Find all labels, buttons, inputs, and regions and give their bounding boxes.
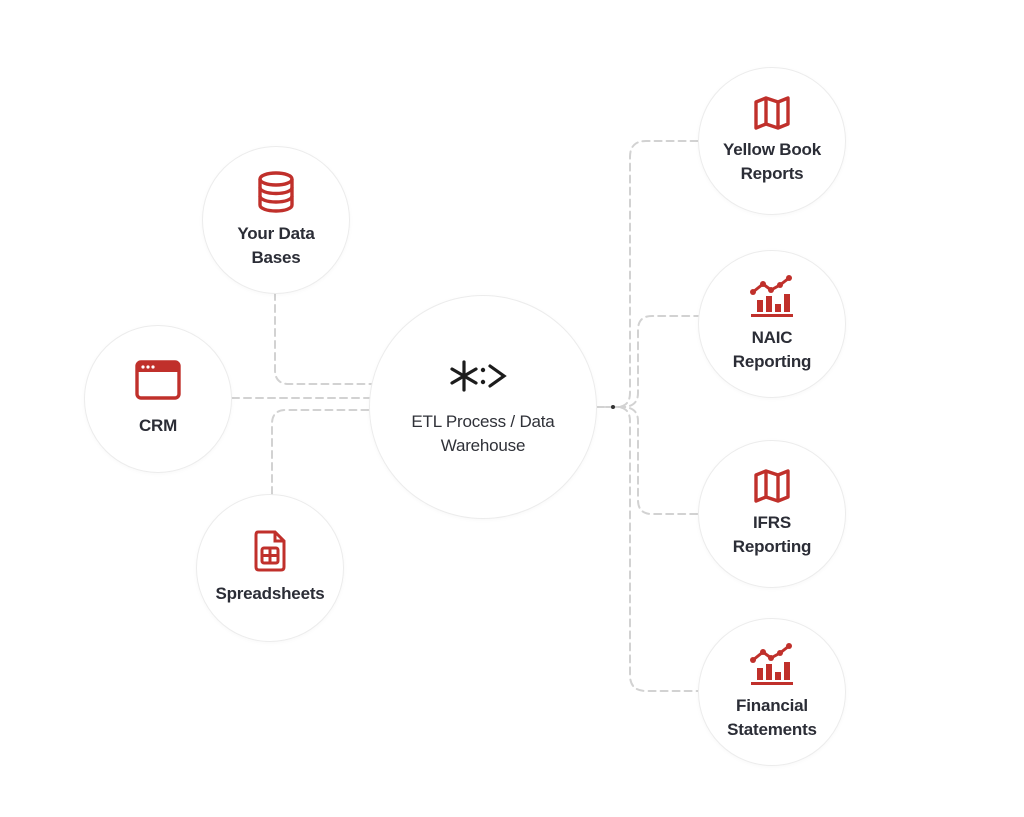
- source-node-spreadsheets: Spreadsheets: [196, 494, 344, 642]
- output-label-naic: NAIC Reporting: [732, 328, 812, 371]
- connector-ifrs: [605, 406, 699, 515]
- output-node-financial: Financial Statements: [698, 618, 846, 766]
- output-node-yellow-book: Yellow Book Reports: [698, 67, 846, 215]
- database-icon: [258, 171, 294, 213]
- output-label-financial: Financial Statements: [727, 696, 817, 739]
- source-node-databases: Your Data Bases: [202, 146, 350, 294]
- connector-naic: [605, 315, 699, 408]
- junction-dot: [611, 405, 615, 409]
- connector-spreadsheets: [271, 409, 373, 495]
- output-node-ifrs: IFRS Reporting: [698, 440, 846, 588]
- connector-financial: [596, 406, 699, 692]
- growth-chart-icon: [750, 643, 793, 685]
- spreadsheet-file-icon: [254, 530, 286, 572]
- map-icon: [754, 96, 790, 130]
- connector-databases: [274, 292, 373, 385]
- output-node-naic: NAIC Reporting: [698, 250, 846, 398]
- source-node-crm: CRM: [84, 325, 232, 473]
- connector-yellow-book: [596, 140, 699, 408]
- source-label-databases: Your Data Bases: [237, 224, 315, 267]
- output-label-ifrs: IFRS Reporting: [732, 513, 812, 556]
- etl-hub-node: ETL Process / Data Warehouse: [369, 295, 597, 519]
- source-label-spreadsheets: Spreadsheets: [215, 584, 325, 603]
- source-label-crm: CRM: [138, 416, 178, 435]
- output-label-yellow-book: Yellow Book Reports: [723, 140, 821, 183]
- browser-window-icon: [135, 360, 181, 400]
- etl-hub-label: ETL Process / Data Warehouse: [411, 412, 555, 455]
- map-icon: [754, 469, 790, 503]
- growth-chart-icon: [750, 275, 793, 317]
- asterisk-arrow-logo-icon: [450, 360, 507, 392]
